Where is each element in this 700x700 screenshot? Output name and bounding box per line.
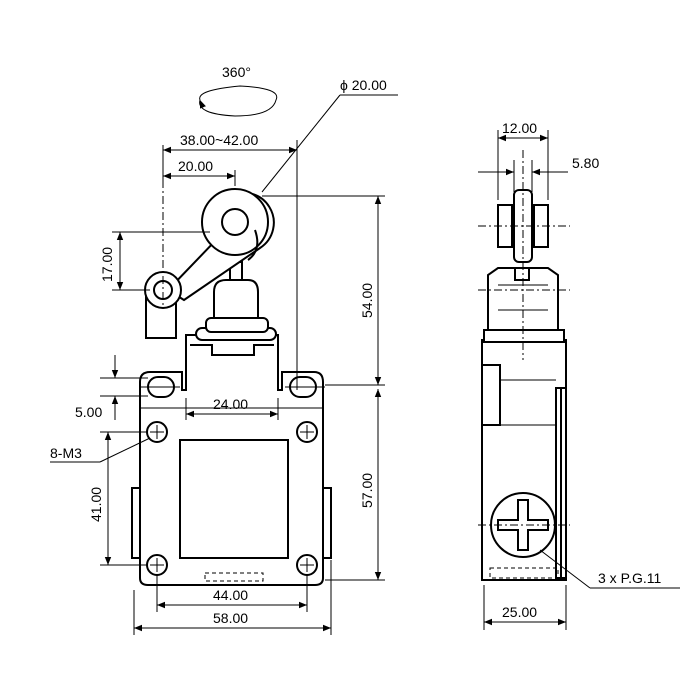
arm-range-label: 38.00~42.00 (180, 132, 258, 148)
plunger-width-label: 24.00 (213, 396, 248, 412)
arm-drop-label: 17.00 (99, 247, 115, 282)
conduit-label: 3 x P.G.11 (598, 570, 662, 586)
roller-axle (221, 208, 249, 236)
screw-tl (146, 421, 168, 443)
label-window (179, 439, 289, 559)
side-depth-label: 25.00 (502, 604, 537, 620)
side-dimensions: 12.00 5.80 3 x P.G.11 25.00 (478, 120, 680, 630)
upper-height-label: 54.00 (359, 283, 375, 318)
mount-height-label: 41.00 (88, 487, 104, 522)
hole-offset-label: 5.00 (75, 404, 102, 420)
front-dimensions: 360° ϕ 20.00 38.00~42.00 20.00 17.00 54.… (50, 64, 398, 635)
plunger (213, 279, 259, 319)
screw-br (296, 554, 318, 576)
front-view (131, 180, 332, 586)
screw-tr (296, 421, 318, 443)
side-view (478, 150, 570, 581)
screw-bl (146, 554, 168, 576)
screws-label: 8-M3 (50, 445, 82, 461)
arm-offset-label: 20.00 (178, 158, 213, 174)
side-gap-label: 5.80 (572, 155, 599, 171)
body-height-label: 57.00 (359, 473, 375, 508)
side-width-top-label: 12.00 (502, 120, 537, 136)
mount-width-label: 44.00 (213, 587, 248, 603)
body-width-label: 58.00 (213, 610, 248, 626)
rotation-label: 360° (222, 64, 251, 80)
roller-dia-label: ϕ 20.00 (340, 77, 387, 93)
